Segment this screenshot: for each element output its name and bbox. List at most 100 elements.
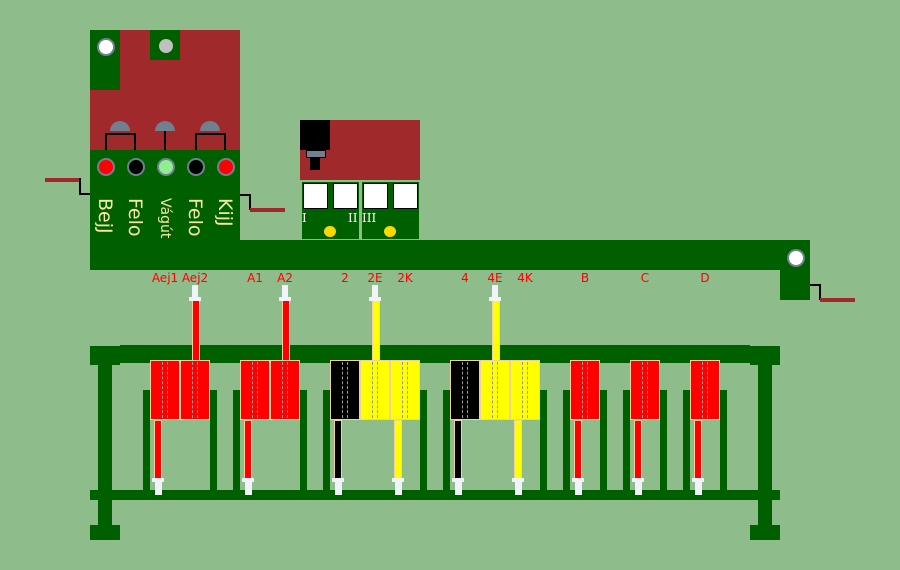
track-display [393, 183, 418, 209]
lever-block[interactable] [570, 360, 600, 420]
lever-label: Aej2 [181, 271, 209, 285]
lever-handle[interactable] [692, 478, 704, 482]
lever-handle[interactable] [572, 478, 584, 482]
lever-handle[interactable] [695, 480, 702, 495]
lever-block[interactable] [630, 360, 660, 420]
lever-handle[interactable] [282, 285, 288, 300]
lever-rod [334, 420, 342, 482]
frame-bottom-rail [90, 490, 780, 500]
lever-label: B [580, 271, 590, 285]
chain-icon [192, 362, 198, 418]
frame-upright [233, 390, 240, 490]
wire [195, 133, 197, 150]
lever-handle[interactable] [189, 297, 201, 301]
status-lamp [127, 158, 145, 176]
indicator-lamp-right[interactable] [787, 249, 805, 267]
chain-icon [462, 362, 468, 418]
lever-handle[interactable] [452, 478, 464, 482]
lever-block[interactable] [690, 360, 720, 420]
lever-handle[interactable] [369, 297, 381, 301]
lever-block[interactable] [450, 360, 480, 420]
bell-icon[interactable] [384, 226, 396, 237]
lever-block[interactable] [390, 360, 420, 420]
chain-icon [252, 362, 258, 418]
lever-label: 4K [517, 271, 533, 285]
lever-rod [514, 420, 522, 482]
frame-leg [98, 365, 112, 530]
track-right [820, 298, 855, 302]
chain-icon [582, 362, 588, 418]
frame-upright [683, 390, 690, 490]
lever-handle[interactable] [152, 478, 164, 482]
indicator-lamp-top-left[interactable] [97, 38, 115, 56]
status-lamp [97, 158, 115, 176]
wire [134, 133, 136, 150]
signal-icon [155, 121, 175, 131]
lever-block[interactable] [180, 360, 210, 420]
lever-rod [154, 420, 162, 482]
frame-foot [750, 525, 780, 540]
frame-top-rail [120, 345, 750, 363]
signal-icon [110, 121, 130, 131]
frame-upright [443, 390, 450, 490]
lever-handle[interactable] [489, 297, 501, 301]
lever-block[interactable] [270, 360, 300, 420]
lever-handle[interactable] [632, 478, 644, 482]
lever-block[interactable] [150, 360, 180, 420]
lever-handle[interactable] [392, 478, 404, 482]
lever-block[interactable] [330, 360, 360, 420]
chain-icon [642, 362, 648, 418]
lever-handle[interactable] [335, 480, 342, 495]
chain-icon [402, 362, 408, 418]
lever-handle[interactable] [245, 480, 252, 495]
signal-icon [200, 121, 220, 131]
track-display [363, 183, 388, 209]
lever-handle[interactable] [242, 478, 254, 482]
lever-rod [394, 420, 402, 482]
chain-icon [162, 362, 168, 418]
lever-label: D [700, 271, 710, 285]
lever-block[interactable] [360, 360, 390, 420]
chain-icon [372, 362, 378, 418]
wire [240, 194, 250, 196]
frame-upright [660, 390, 667, 490]
lever-handle[interactable] [515, 480, 522, 495]
lever-label: C [640, 271, 650, 285]
lever-handle[interactable] [395, 480, 402, 495]
frame-leg [758, 365, 772, 530]
wire [79, 178, 81, 195]
lever-label: 2K [397, 271, 413, 285]
frame-upright [300, 390, 307, 490]
panel-label: Vágút [157, 198, 173, 239]
lever-rod [282, 300, 290, 362]
wire [810, 284, 820, 286]
lever-handle[interactable] [155, 480, 162, 495]
lever-handle[interactable] [372, 285, 378, 300]
wire [195, 133, 225, 135]
lever-handle[interactable] [332, 478, 344, 482]
panel-label: BejJ [94, 198, 116, 234]
lever-rod [492, 300, 500, 362]
lever-handle[interactable] [279, 297, 291, 301]
lever-handle[interactable] [575, 480, 582, 495]
signal-post [310, 157, 320, 170]
wire [819, 284, 821, 300]
frame-foot [90, 525, 120, 540]
lever-handle[interactable] [492, 285, 498, 300]
lever-handle[interactable] [455, 480, 462, 495]
indicator-lamp-top-mid[interactable] [157, 37, 175, 55]
lever-handle[interactable] [635, 480, 642, 495]
lever-handle[interactable] [512, 478, 524, 482]
lever-block[interactable] [510, 360, 540, 420]
lever-label: 2 [341, 271, 349, 285]
frame-upright [420, 390, 427, 490]
lever-handle[interactable] [192, 285, 198, 300]
lever-block[interactable] [240, 360, 270, 420]
panel-label: KijJ [214, 198, 236, 227]
status-lamp [157, 158, 175, 176]
lever-label: A2 [277, 271, 293, 285]
bell-icon[interactable] [324, 226, 336, 237]
lever-block[interactable] [480, 360, 510, 420]
lever-label: 4 [461, 271, 469, 285]
chain-icon [522, 362, 528, 418]
